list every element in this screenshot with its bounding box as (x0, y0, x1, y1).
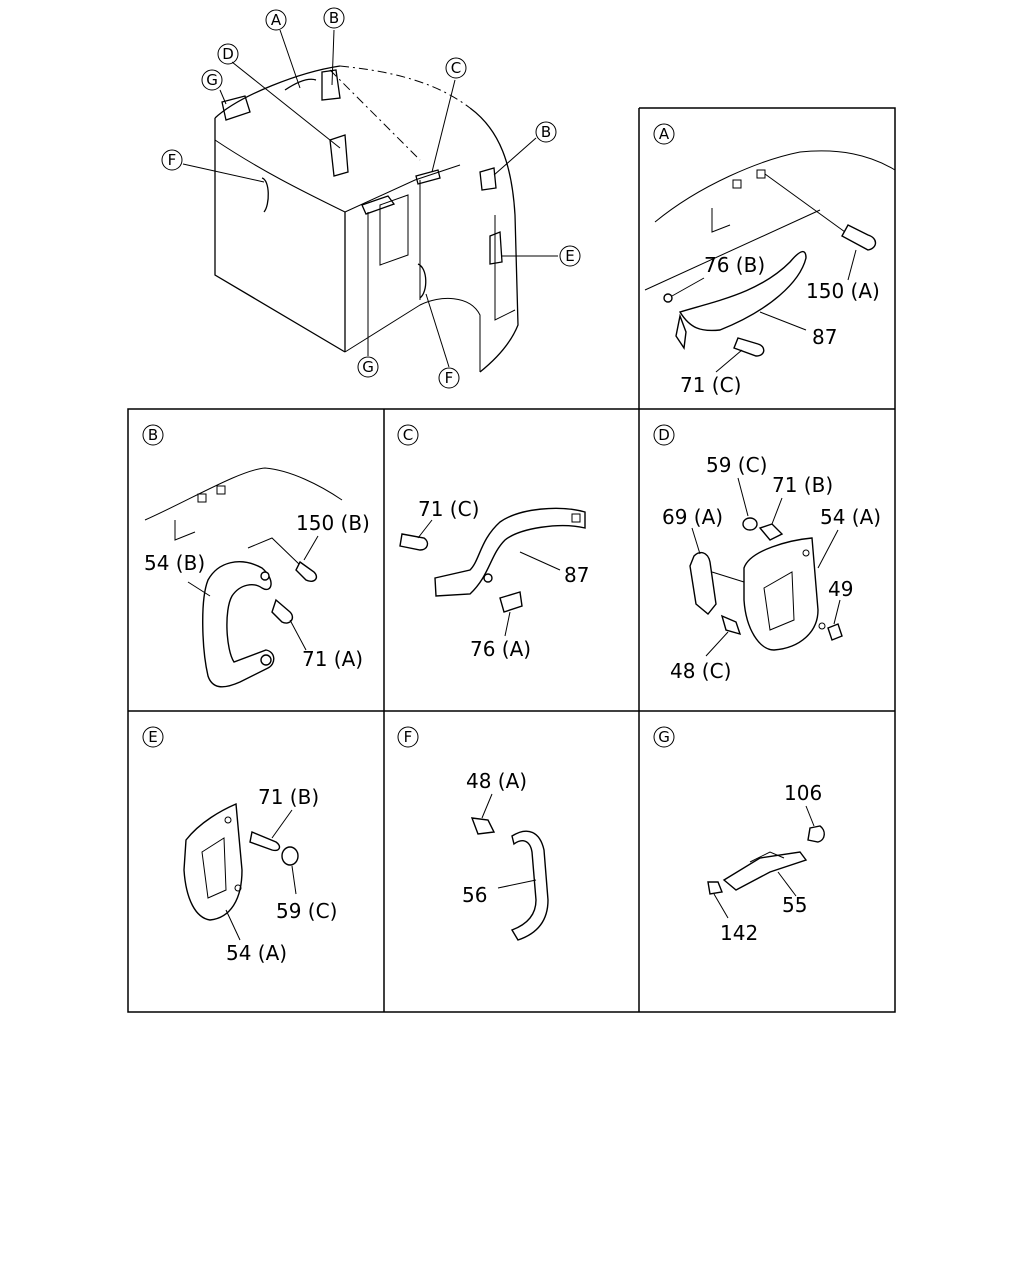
handle-f-overview-left (261, 177, 269, 213)
handle-b-overview-left (321, 69, 341, 101)
grab-handle-54b (202, 561, 275, 688)
svg-text:G: G (206, 71, 218, 89)
grab-handle-87 (678, 251, 807, 332)
panel-a: A 76 (B) 150 (A) 87 71 (C) (644, 123, 896, 397)
handle-f-overview-bottom (417, 263, 427, 299)
callout-a: A (265, 9, 287, 31)
callout-e: E (559, 245, 581, 267)
label-55: 55 (782, 893, 807, 917)
svg-text:C: C (451, 59, 461, 77)
label-54a-e: 54 (A) (226, 941, 287, 965)
panel-f: F 48 (A) 56 (397, 726, 549, 941)
handle-c-overview (415, 169, 441, 185)
handle-g-overview-top (221, 95, 251, 121)
label-71c: 71 (C) (680, 373, 741, 397)
callout-b-left: B (323, 7, 345, 29)
handle-a-overview (284, 78, 317, 91)
label-142: 142 (720, 921, 758, 945)
label-48c: 48 (C) (670, 659, 731, 683)
panel-a-letter: A (659, 125, 670, 143)
bolt-48a (470, 817, 496, 835)
panel-g: G 106 55 142 (653, 726, 825, 945)
bolt-71c-c (399, 533, 429, 551)
label-48a: 48 (A) (466, 769, 527, 793)
washer-59c (742, 517, 758, 531)
panel-b: B 150 (B) 54 (B) 71 (A) (142, 424, 370, 688)
label-76a: 76 (A) (470, 637, 531, 661)
panel-d-letter: D (658, 426, 670, 444)
label-59c-d: 59 (C) (706, 453, 767, 477)
label-150b: 150 (B) (296, 511, 370, 535)
bracket-76a (499, 591, 523, 613)
svg-text:F: F (168, 151, 177, 169)
grab-handle-87-c (434, 507, 586, 597)
cab-overview: A B D G F C B E (161, 7, 581, 389)
callout-f-left: F (161, 149, 183, 171)
svg-text:B: B (329, 9, 339, 27)
bolt-71c (733, 337, 765, 357)
label-87: 87 (812, 325, 837, 349)
svg-text:G: G (362, 358, 374, 376)
screw-150b (295, 560, 318, 582)
handle-b-overview-right (479, 167, 497, 191)
panel-f-letter: F (404, 728, 413, 746)
grab-handle-54a-e (183, 802, 243, 921)
callout-g-bottom: G (357, 356, 379, 378)
label-71c-c: 71 (C) (418, 497, 479, 521)
label-106: 106 (784, 781, 822, 805)
label-150a: 150 (A) (806, 279, 880, 303)
panel-c: C 71 (C) 87 76 (A) (397, 424, 589, 661)
bracket-76b (675, 313, 687, 350)
callout-c: C (445, 57, 467, 79)
label-76b: 76 (B) (704, 253, 765, 277)
svg-text:F: F (445, 369, 454, 387)
label-54a-d: 54 (A) (820, 505, 881, 529)
panel-g-letter: G (658, 728, 670, 746)
bolt-48c (720, 614, 742, 636)
handle-e-overview (489, 231, 503, 265)
callout-b-right: B (535, 121, 557, 143)
bolt-71b-e (249, 831, 281, 852)
grab-handle-54a-d (743, 537, 819, 651)
grab-rail-56 (510, 830, 549, 941)
panel-e-letter: E (148, 728, 157, 746)
nut-76b (663, 293, 673, 303)
label-71b-d: 71 (B) (772, 473, 833, 497)
handle-d-overview (329, 134, 349, 177)
screw-150a (841, 224, 877, 251)
bolt-106 (807, 825, 825, 843)
bracket-69a (689, 551, 717, 615)
label-59c-e: 59 (C) (276, 899, 337, 923)
label-69a: 69 (A) (662, 505, 723, 529)
step-handle-55 (722, 851, 808, 891)
label-54b: 54 (B) (144, 551, 205, 575)
label-56: 56 (462, 883, 487, 907)
bolt-71b (758, 523, 784, 541)
label-49: 49 (828, 577, 853, 601)
nut-49 (827, 623, 843, 641)
label-87-c: 87 (564, 563, 589, 587)
label-71a: 71 (A) (302, 647, 363, 671)
callout-f-bottom: F (438, 367, 460, 389)
callout-d: D (217, 43, 239, 65)
washer-59c-e (281, 846, 299, 866)
bolt-71a (271, 598, 294, 624)
svg-text:A: A (271, 11, 282, 29)
panel-c-letter: C (403, 426, 413, 444)
panel-d: D 59 (C) 71 (B) 69 (A) 54 (A) 49 48 (C) (653, 424, 881, 683)
svg-text:D: D (222, 45, 234, 63)
handle-g-overview-bottom (361, 195, 396, 215)
nut-142 (707, 881, 723, 895)
callout-g-top: G (201, 69, 223, 91)
detail-frames (127, 107, 896, 1013)
svg-text:E: E (565, 247, 574, 265)
svg-text:B: B (541, 123, 551, 141)
label-71b-e: 71 (B) (258, 785, 319, 809)
panel-b-letter: B (148, 426, 158, 444)
panel-e: E 71 (B) 59 (C) 54 (A) (142, 726, 337, 965)
